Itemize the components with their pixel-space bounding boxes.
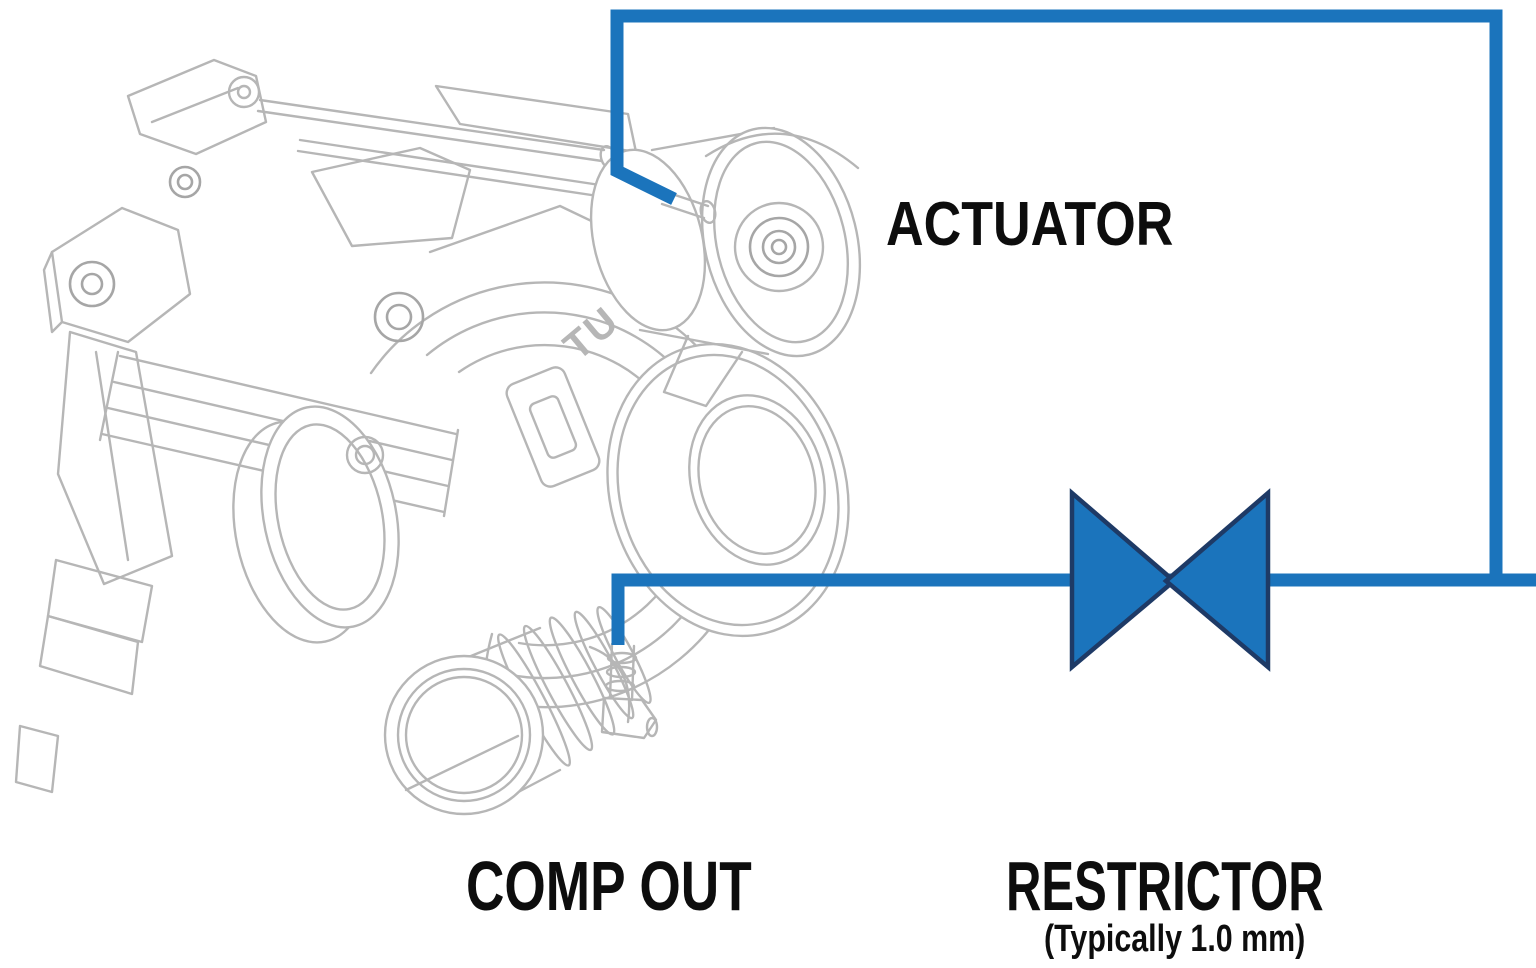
restrictor-valve-icon [1069, 488, 1271, 672]
valve-right-triangle [1162, 488, 1271, 672]
wastegate-linkage [126, 58, 638, 248]
actuator-label: ACTUATOR [886, 190, 1174, 259]
actuator-canister [589, 126, 862, 408]
restrictor-note-label: (Typically 1.0 mm) [1044, 918, 1306, 960]
restrictor-label: RESTRICTOR [1006, 847, 1324, 925]
hose-barb-fitting [600, 642, 659, 740]
compressor-inlet [606, 342, 850, 638]
valve-left-triangle [1069, 488, 1178, 672]
comp-out-label: COMP OUT [466, 847, 752, 925]
cast-text: TU [556, 298, 628, 369]
actuator-hose-line [610, 9, 1503, 579]
turbocharger-line-drawing: TU [14, 58, 862, 816]
turbine-outlet-ring [232, 405, 400, 644]
